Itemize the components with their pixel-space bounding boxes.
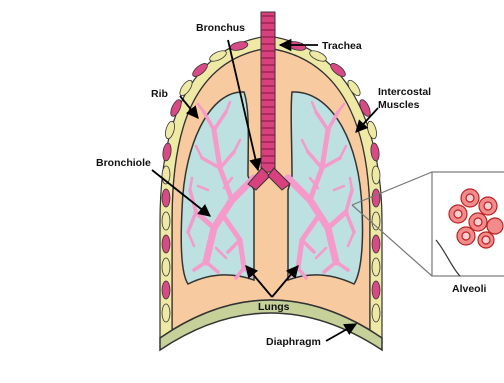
- label-intercostal: Intercostal: [378, 86, 431, 98]
- label-diaphragm: Diaphragm: [266, 336, 321, 348]
- label-bronchiole: Bronchiole: [96, 157, 151, 169]
- trachea: [261, 12, 275, 172]
- label-trachea: Trachea: [322, 40, 362, 52]
- label-bronchus: Bronchus: [196, 22, 245, 34]
- label-muscles: Muscles: [378, 99, 420, 111]
- label-rib: Rib: [151, 88, 168, 100]
- label-lungs: Lungs: [258, 301, 290, 313]
- label-alveoli: Alveoli: [452, 283, 487, 295]
